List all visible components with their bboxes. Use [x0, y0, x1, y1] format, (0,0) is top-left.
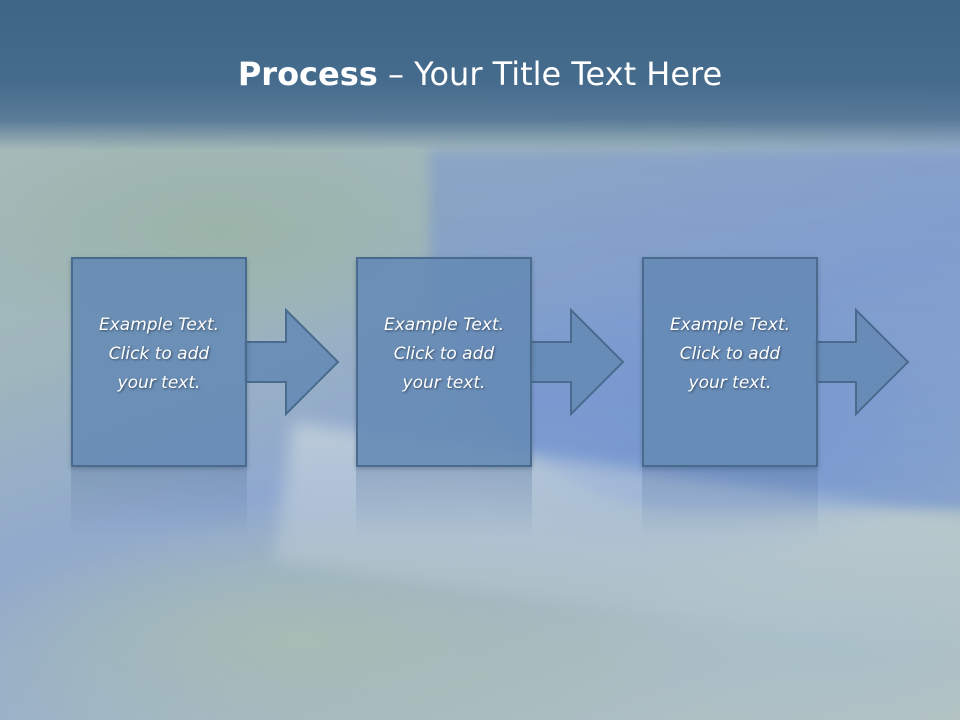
- step-text: Example Text. Click to add your text.: [383, 315, 505, 393]
- step-text: Example Text. Click to add your text.: [98, 315, 220, 393]
- arrow-right-icon: [529, 308, 625, 416]
- process-step-1[interactable]: Example Text. Click to add your text.: [71, 257, 247, 537]
- arrow-right-icon: [244, 308, 340, 416]
- step-box[interactable]: Example Text. Click to add your text.: [642, 257, 818, 467]
- step-reflection: [71, 467, 247, 537]
- step-text: Example Text. Click to add your text.: [669, 315, 791, 393]
- slide-title[interactable]: Process – Your Title Text Here: [0, 52, 960, 96]
- step-reflection: [356, 467, 532, 537]
- arrow-right-icon: [814, 308, 910, 416]
- process-step-2[interactable]: Example Text. Click to add your text.: [356, 257, 532, 537]
- step-box[interactable]: Example Text. Click to add your text.: [356, 257, 532, 467]
- title-bold-part: Process: [237, 55, 378, 93]
- title-rest-part: – Your Title Text Here: [377, 55, 723, 93]
- step-reflection: [642, 467, 818, 537]
- title-bar: [0, 0, 960, 150]
- step-box[interactable]: Example Text. Click to add your text.: [71, 257, 247, 467]
- process-step-3[interactable]: Example Text. Click to add your text.: [642, 257, 818, 537]
